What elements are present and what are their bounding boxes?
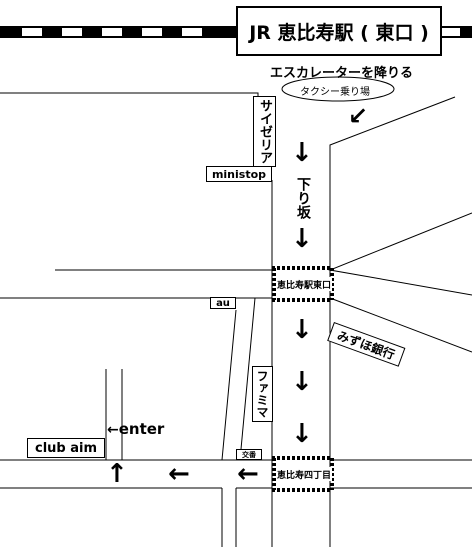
intersection-4chome-label: 恵比寿四丁目 — [276, 467, 332, 481]
arrow-down-icon: ↓ — [291, 138, 313, 168]
escalator-label: エスカレーターを降りる — [270, 66, 414, 81]
taxi-stand-oval — [281, 76, 395, 102]
famima-label: ファミマ — [252, 366, 273, 422]
intersection-east-exit-label: 恵比寿駅東口 — [276, 277, 332, 291]
arrow-left-icon: ← — [107, 422, 119, 438]
station-name: JR 恵比寿駅 ( 東口 ) — [249, 21, 429, 44]
ministop-label: ministop — [206, 166, 272, 182]
saizeriya-label: サイゼリア — [253, 96, 276, 167]
koban-label: 交番 — [236, 449, 262, 460]
au-label: au — [210, 297, 236, 309]
arrow-up-icon: ↑ — [106, 459, 128, 489]
enter-label: ←enter — [107, 420, 165, 438]
club-aim-label: club aim — [27, 438, 105, 458]
arrow-left-icon: ← — [237, 459, 259, 489]
taxi-stand-label: タクシー乗り場 — [300, 87, 370, 98]
arrow-down-icon: ↓ — [291, 367, 313, 397]
crosswalks — [272, 266, 334, 492]
station-box: JR 恵比寿駅 ( 東口 ) — [236, 6, 442, 56]
arrow-down-icon: ↓ — [291, 315, 313, 345]
arrow-left-icon: ← — [168, 459, 190, 489]
arrow-southwest-icon: ↙ — [348, 102, 369, 130]
arrow-down-icon: ↓ — [291, 419, 313, 449]
arrow-down-icon: ↓ — [291, 224, 313, 254]
downhill-label: 下り坂 — [295, 177, 311, 219]
